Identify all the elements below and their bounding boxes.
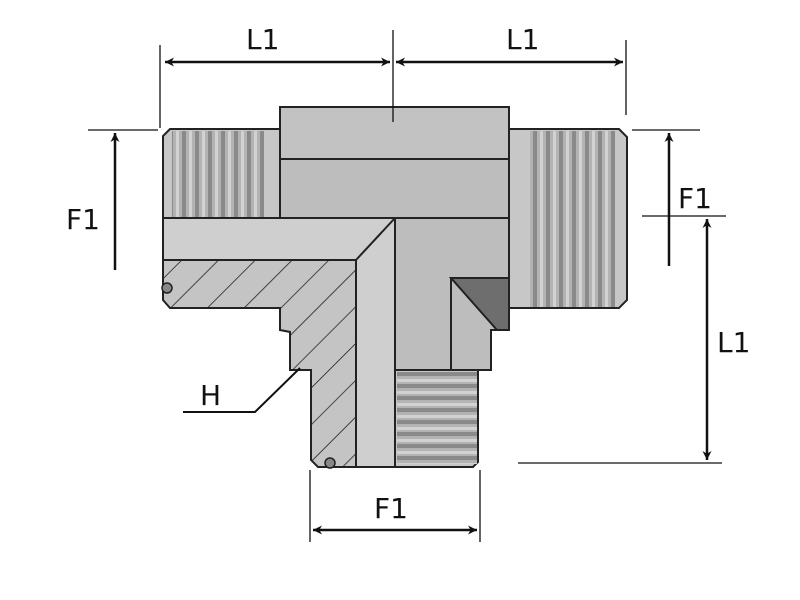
label-top-right-l1: L1 — [506, 23, 539, 56]
label-right-f1: F1 — [678, 182, 712, 215]
chamfer-shadow — [448, 277, 510, 331]
label-left-f1: F1 — [66, 203, 100, 236]
dimension-arrows — [110, 57, 712, 535]
o-ring-left — [161, 282, 173, 294]
label-top-left-l1: L1 — [246, 23, 279, 56]
extension-lines — [88, 30, 726, 542]
section-view — [161, 217, 396, 469]
hex-top — [279, 106, 510, 160]
fitting-body — [279, 106, 510, 371]
hatched-section — [162, 259, 357, 468]
right-thread-port — [508, 128, 628, 309]
label-hex-h: H — [200, 379, 221, 412]
left-thread-port — [162, 128, 281, 219]
o-ring-bottom — [324, 457, 336, 469]
bottom-thread-port — [394, 369, 479, 468]
label-right-l1: L1 — [717, 326, 750, 359]
label-bottom-f1: F1 — [374, 492, 408, 525]
hex-leader-line — [183, 367, 301, 413]
